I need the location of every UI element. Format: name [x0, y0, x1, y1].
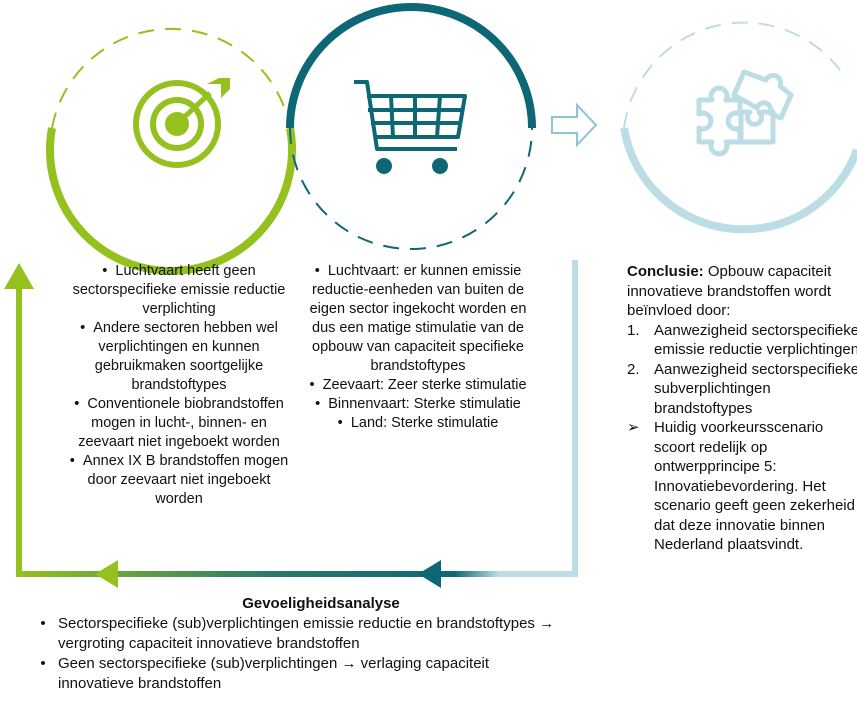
list-item-text: Geen sectorspecifieke (sub)verplichtinge… — [58, 655, 490, 692]
shopping-cart-icon — [354, 80, 467, 174]
list-item-text: Luchtvaart: er kunnen emissie reductie-e… — [309, 263, 527, 374]
arrow-bullet-icon: ➢ — [627, 419, 640, 436]
conclusion-list: 1. Aanwezigheid sectorspecifieke emissie… — [627, 321, 857, 555]
list-item: ➢ Huidig voorkeursscenario scoort redeli… — [627, 418, 857, 555]
list-item-text: Sectorspecifieke (sub)verplichtingen emi… — [58, 615, 555, 652]
bullet: • — [40, 615, 46, 632]
list-item: • Luchtvaart: er kunnen emissie reductie… — [309, 263, 527, 374]
list-item: • Annex IX B brandstoffen mogen door zee… — [69, 453, 289, 507]
list-item: • Conventionele biobrandstoffen mogen in… — [74, 396, 284, 450]
loop-arrowhead-left-2 — [418, 560, 441, 588]
list-number: 1. — [627, 321, 640, 339]
list-item-text: Aanwezigheid sectorspecifieke emissie re… — [654, 321, 857, 359]
conclusion-text: Opbouw capaciteit innovatieve brandstoff… — [627, 263, 832, 319]
list-item: 2. Aanwezigheid sectorspecifieke subverp… — [627, 360, 857, 419]
conclusion-label: Conclusie: — [627, 263, 704, 280]
middle-column: • Luchtvaart: er kunnen emissie reductie… — [296, 262, 540, 433]
conclusion-panel: Conclusie: Opbouw capaciteit innovatieve… — [627, 262, 857, 555]
list-item-text: Zeevaart: Zeer sterke stimulatie — [322, 377, 527, 393]
list-item-text: Andere sectoren hebben wel verplichtinge… — [93, 320, 278, 393]
list-item-text: Annex IX B brandstoffen mogen door zeeva… — [82, 453, 289, 507]
left-column: • Luchtvaart heeft geen sectorspecifieke… — [66, 262, 292, 509]
list-item: • Binnenvaart: Sterke stimulatie — [315, 396, 521, 412]
bullet: • — [40, 655, 46, 672]
list-item: • Andere sectoren hebben wel verplichtin… — [80, 320, 278, 393]
list-item: • Geen sectorspecifieke (sub)verplichtin… — [28, 654, 568, 694]
list-item-text: Binnenvaart: Sterke stimulatie — [328, 396, 521, 412]
list-item-text: Huidig voorkeursscenario scoort redelijk… — [654, 419, 855, 553]
list-item-text: Aanwezigheid sectorspecifieke subverplic… — [654, 360, 857, 417]
list-item: 1. Aanwezigheid sectorspecifieke emissie… — [627, 321, 857, 360]
conclusion-intro: Conclusie: Opbouw capaciteit innovatieve… — [627, 262, 857, 321]
loop-arrowhead-left-1 — [95, 560, 118, 588]
target-circle — [46, 27, 296, 275]
loop-arrowhead-up — [4, 263, 34, 289]
target-icon — [133, 78, 230, 168]
list-number: 2. — [627, 360, 640, 378]
list-item: • Luchtvaart heeft geen sectorspecifieke… — [72, 263, 286, 317]
list-item: • Sectorspecifieke (sub)verplichtingen e… — [28, 614, 568, 654]
list-item: • Land: Sterke stimulatie — [337, 415, 499, 431]
cart-circle — [286, 3, 536, 250]
feedback-loop — [4, 260, 578, 588]
list-item-text: Luchtvaart heeft geen sectorspecifieke e… — [72, 263, 286, 317]
list-item-text: Land: Sterke stimulatie — [350, 415, 499, 431]
puzzle-circle — [620, 21, 857, 234]
list-item: • Zeevaart: Zeer sterke stimulatie — [309, 377, 527, 393]
puzzle-icon — [696, 69, 794, 157]
arrow-right-outline-icon — [551, 102, 598, 148]
list-item-text: Conventionele biobrandstoffen mogen in l… — [78, 396, 284, 450]
sensitivity-analysis: Gevoeligheidsanalyse • Sectorspecifieke … — [28, 594, 568, 694]
sensitivity-title: Gevoeligheidsanalyse — [242, 595, 400, 612]
